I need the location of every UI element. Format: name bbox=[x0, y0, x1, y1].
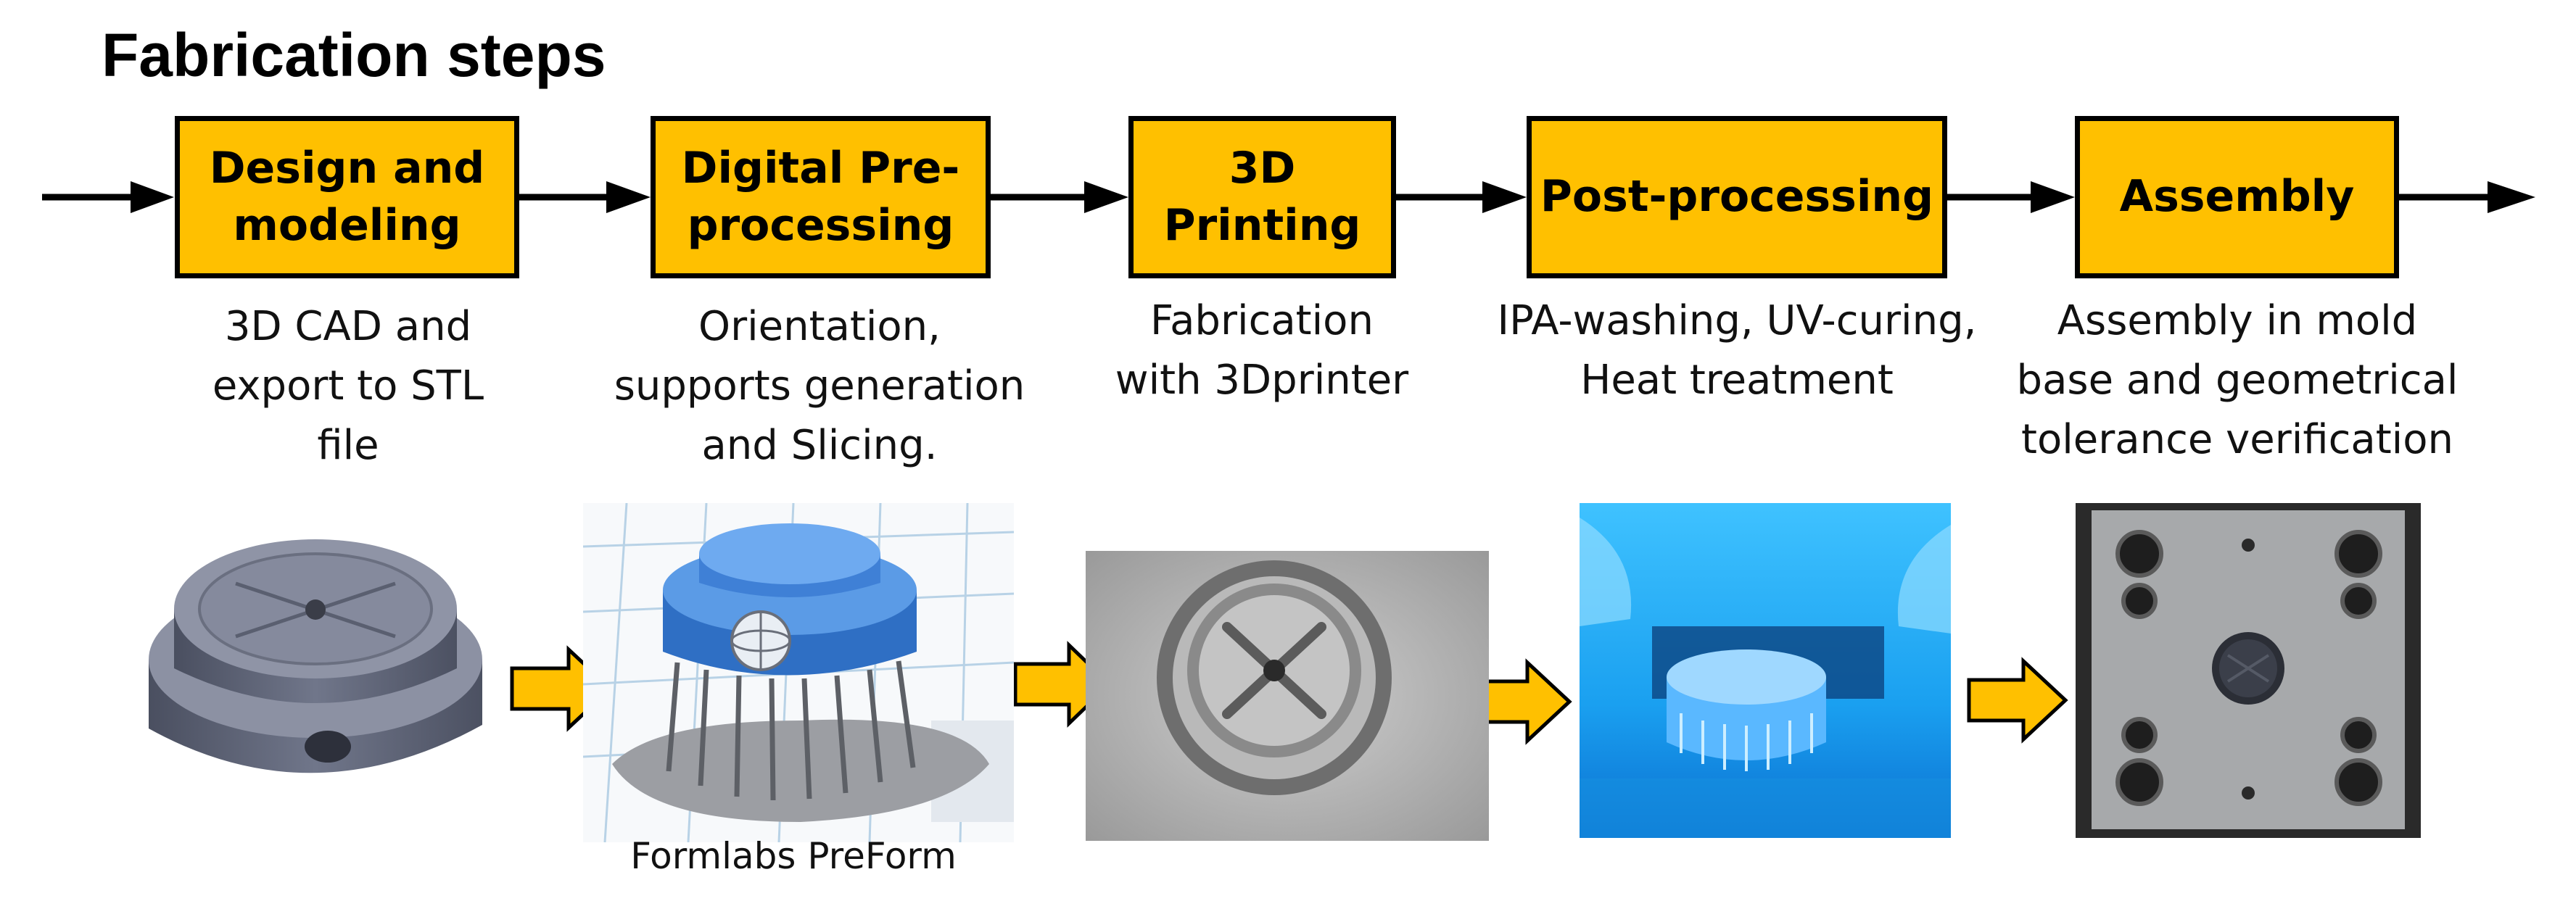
step-description-3d-printing: Fabrication with 3Dprinter bbox=[1115, 297, 1409, 404]
step-description-assembly: Assembly in mold base and geometrical to… bbox=[2016, 297, 2459, 463]
mold-base-assembly-photo-icon bbox=[2076, 503, 2421, 838]
step-box-post-processing: Post-processing bbox=[1527, 116, 1947, 278]
flow-arrow-4-5 bbox=[1947, 181, 2075, 213]
step-description-post-processing: IPA-washing, UV-curing, Heat treatment bbox=[1497, 297, 1977, 404]
flow-arrow-1-2 bbox=[519, 181, 651, 213]
uv-curing-photo-icon bbox=[1580, 503, 1951, 838]
block-arrow-4-5 bbox=[1967, 657, 2068, 744]
step-box-design-modeling: Design and modeling bbox=[175, 116, 519, 278]
diagram-title: Fabrication steps bbox=[102, 21, 606, 89]
printed-part-photo-icon bbox=[1086, 551, 1489, 841]
cad-model-render-icon bbox=[149, 539, 482, 773]
step-description-digital-preprocessing: Orientation, supports generation and Sli… bbox=[614, 303, 1025, 469]
step-box-digital-preprocessing: Digital Pre- processing bbox=[651, 116, 991, 278]
step-description-design-modeling: 3D CAD and export to STL file bbox=[212, 303, 484, 469]
flow-arrow-3-4 bbox=[1396, 181, 1527, 213]
step-box-3d-printing: 3D Printing bbox=[1128, 116, 1396, 278]
preform-slicing-screenshot-icon bbox=[583, 503, 1014, 842]
flow-arrow-out bbox=[2399, 181, 2535, 213]
preform-caption: Formlabs PreForm bbox=[630, 835, 957, 877]
step-box-assembly: Assembly bbox=[2075, 116, 2399, 278]
flow-arrow-in bbox=[42, 181, 174, 213]
flow-arrow-2-3 bbox=[991, 181, 1128, 213]
